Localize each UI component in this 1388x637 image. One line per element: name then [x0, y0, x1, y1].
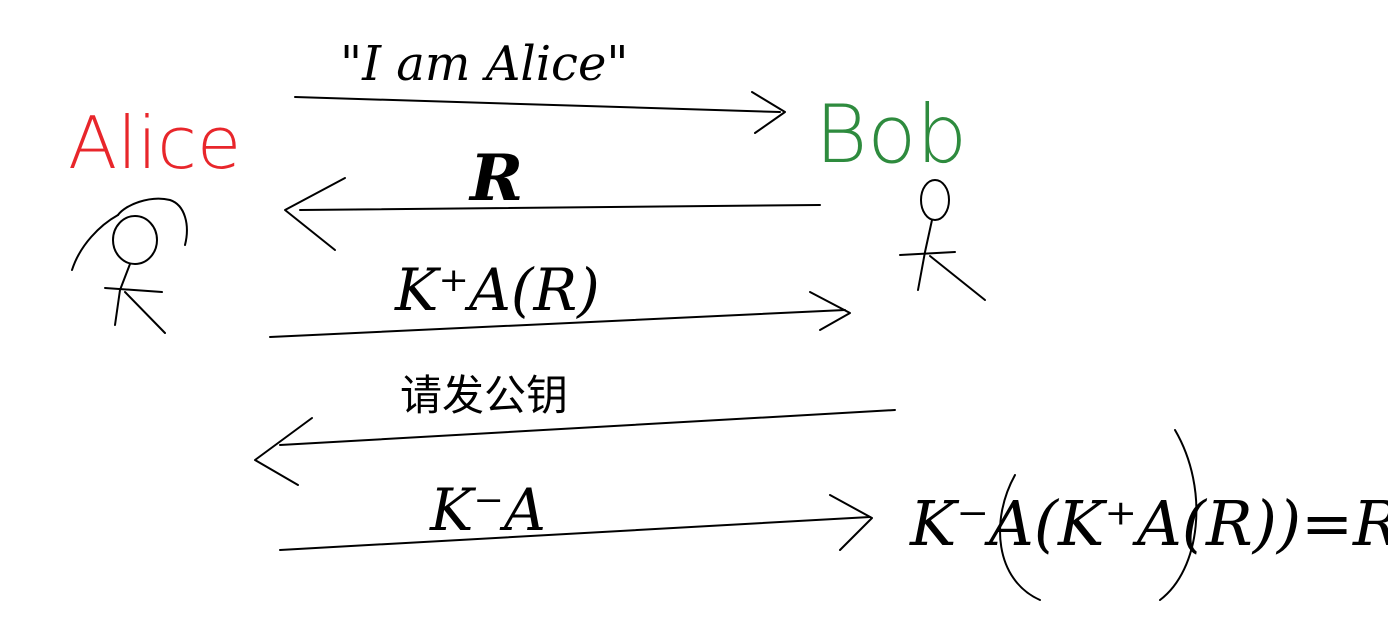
big-paren-left [999, 474, 1041, 601]
message-4-line [279, 409, 896, 446]
verification-expression: K⁻A(K⁺A(R))=R [909, 487, 1388, 560]
big-paren-right [1159, 429, 1198, 601]
message-3-label: K⁺A(R) [394, 256, 600, 324]
message-5-arrowhead [829, 494, 873, 551]
message-3-line [269, 309, 846, 338]
message-2: R [284, 141, 821, 251]
alice-label: Alice [68, 101, 241, 185]
message-1-label: "I am Alice" [340, 36, 628, 92]
message-2-line [299, 204, 821, 211]
message-1-line [294, 96, 781, 113]
message-5: K⁻A [279, 476, 873, 551]
message-1-arrowhead [751, 91, 786, 134]
message-4-label: 请发公钥 [400, 371, 568, 420]
message-1: "I am Alice" [294, 36, 786, 134]
message-4-arrowhead [254, 417, 313, 486]
message-3-arrowhead [809, 291, 851, 331]
verification: K⁻A(K⁺A(R))=R [909, 429, 1388, 601]
alice-figure [71, 197, 188, 334]
bob-figure [899, 179, 986, 301]
bob-label: Bob [815, 88, 967, 181]
message-5-line [279, 516, 871, 551]
message-4: 请发公钥 [254, 371, 896, 486]
message-2-arrowhead [284, 177, 346, 251]
message-5-label: K⁻A [429, 476, 546, 544]
message-3: K⁺A(R) [269, 256, 851, 338]
message-2-label: R [468, 141, 523, 216]
